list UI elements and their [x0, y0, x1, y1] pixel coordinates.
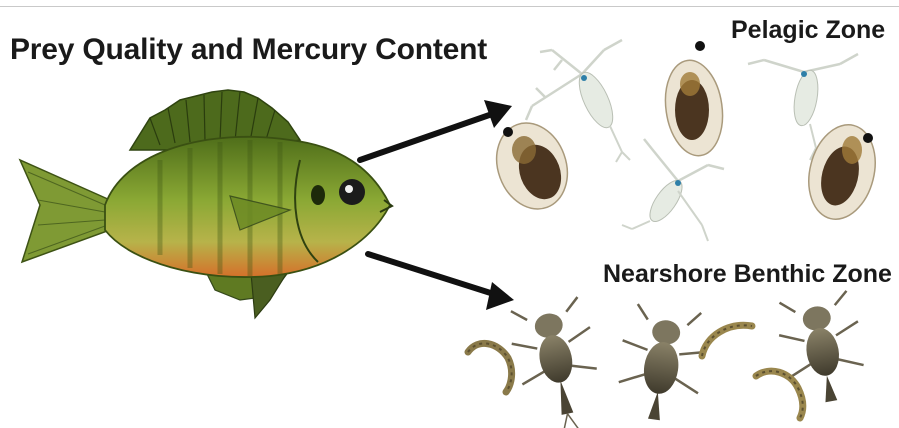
copepod-icon — [622, 139, 724, 241]
arrow-to-pelagic-icon — [360, 100, 512, 160]
midge-larva-icon — [702, 325, 752, 356]
arrow-to-benthic-icon — [368, 254, 514, 310]
daphnia-icon — [660, 41, 729, 159]
midge-larva-icon — [756, 371, 803, 418]
mayfly-nymph-icon — [505, 296, 610, 428]
bluegill-fish-icon — [20, 90, 392, 318]
mayfly-nymph-icon — [774, 290, 871, 408]
mayfly-nymph-icon — [612, 303, 711, 426]
midge-larva-icon — [468, 343, 512, 392]
daphnia-icon — [485, 113, 579, 219]
